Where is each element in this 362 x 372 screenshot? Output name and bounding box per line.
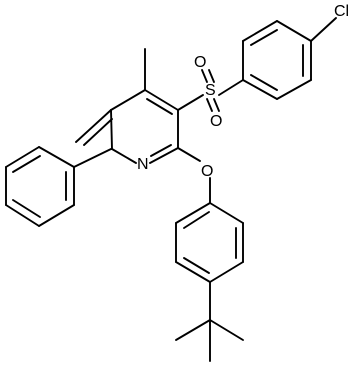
sulfonyl-group	[177, 69, 244, 112]
chlorine-atom-label: Cl	[334, 3, 349, 20]
sulfur-atom-label: S	[205, 82, 216, 99]
sulfonyl-oxygen-bottom-label: O	[210, 113, 222, 130]
ether-oxygen-label: O	[201, 163, 213, 180]
pyridine-ring	[75, 89, 179, 164]
pyridine-nitrogen-label: N	[137, 156, 149, 173]
ether-linkage	[177, 147, 211, 204]
tert-butylphenyl-ring	[175, 202, 244, 283]
tert-butyl-group	[175, 281, 244, 362]
sulfonyl-oxygen-top-label: O	[194, 54, 206, 71]
phenyl-ring	[5, 146, 112, 227]
chlorophenyl-ring	[242, 17, 337, 100]
